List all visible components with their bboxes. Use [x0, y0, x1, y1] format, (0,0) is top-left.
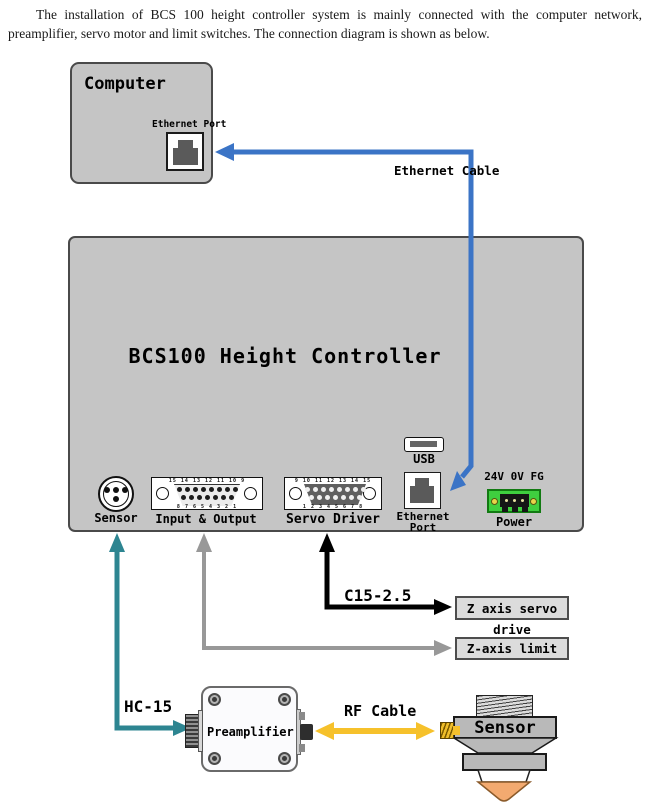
intro-line-2: preamplifier, servo motor and limit swit…: [8, 26, 490, 41]
intro-line-1: The installation of BCS 100 height contr…: [36, 7, 642, 22]
power-port-label: Power: [495, 515, 533, 529]
ethernet-cable-line: [215, 143, 474, 491]
preamp-rf-connector-icon: [300, 724, 313, 740]
c15-cable-line: [319, 533, 452, 615]
preamp-right-tab-top: [299, 712, 305, 720]
power-voltage-label: 24V 0V FG: [484, 470, 544, 483]
preamplifier-box: [201, 686, 298, 772]
z-limit-cable-line: [196, 533, 452, 656]
sensor-head-label: Sensor: [474, 718, 536, 738]
ethernet-cable-label: Ethernet Cable: [394, 163, 500, 178]
servo-driver-port-label: Servo Driver: [286, 512, 380, 527]
controller-title: BCS100 Height Controller: [128, 344, 442, 368]
z-axis-servo-drive-box: Z axis servo drive: [455, 596, 569, 637]
z-axis-limit-box: Z-axis limit: [455, 637, 569, 660]
servo-driver-port-icon: 9 10 11 12 13 14 15 1 2 3 4 5 6 7 8: [284, 477, 382, 510]
sensor-port-label: Sensor: [94, 511, 138, 525]
servo-pin-numbers-bottom: 1 2 3 4 5 6 7 8: [302, 504, 364, 510]
preamplifier-label: Preamplifier: [207, 725, 294, 739]
sensor-port-icon: [98, 476, 134, 512]
input-output-port-label: Input & Output: [155, 512, 257, 526]
io-pin-numbers-bottom: 8 7 6 5 4 3 2 1: [176, 504, 238, 510]
io-pin-numbers-top: 15 14 13 12 11 10 9: [168, 478, 246, 484]
computer-ethernet-port-label: Ethernet Port: [152, 119, 227, 130]
hc15-cable-line: [109, 533, 191, 736]
controller-ethernet-port-label: Ethernet Port: [396, 510, 450, 534]
hc15-cable-label: HC-15: [124, 697, 173, 716]
servo-pin-numbers-top: 9 10 11 12 13 14 15: [294, 478, 372, 484]
rf-cable-line: [315, 722, 435, 740]
controller-ethernet-port-icon: [404, 472, 441, 509]
usb-port-icon: [404, 437, 444, 452]
rf-cable-label: RF Cable: [344, 702, 417, 720]
computer-ethernet-port-icon: [166, 132, 204, 171]
c15-cable-label: C15-2.5: [344, 586, 412, 605]
sensor-rf-connector-icon: [440, 722, 454, 739]
usb-port-label: USB: [413, 452, 435, 466]
intro-paragraph: The installation of BCS 100 height contr…: [8, 5, 642, 43]
preamp-left-plate: [198, 710, 203, 752]
sensor-head-icon: [451, 716, 559, 802]
preamp-right-tab-bottom: [299, 744, 305, 752]
input-output-port-icon: 15 14 13 12 11 10 9 8 7 6 5 4 3 2 1: [151, 477, 263, 510]
sensor-rf-connector-tab: [453, 726, 460, 735]
computer-title: Computer: [84, 74, 166, 94]
power-connector-icon: [487, 489, 541, 513]
